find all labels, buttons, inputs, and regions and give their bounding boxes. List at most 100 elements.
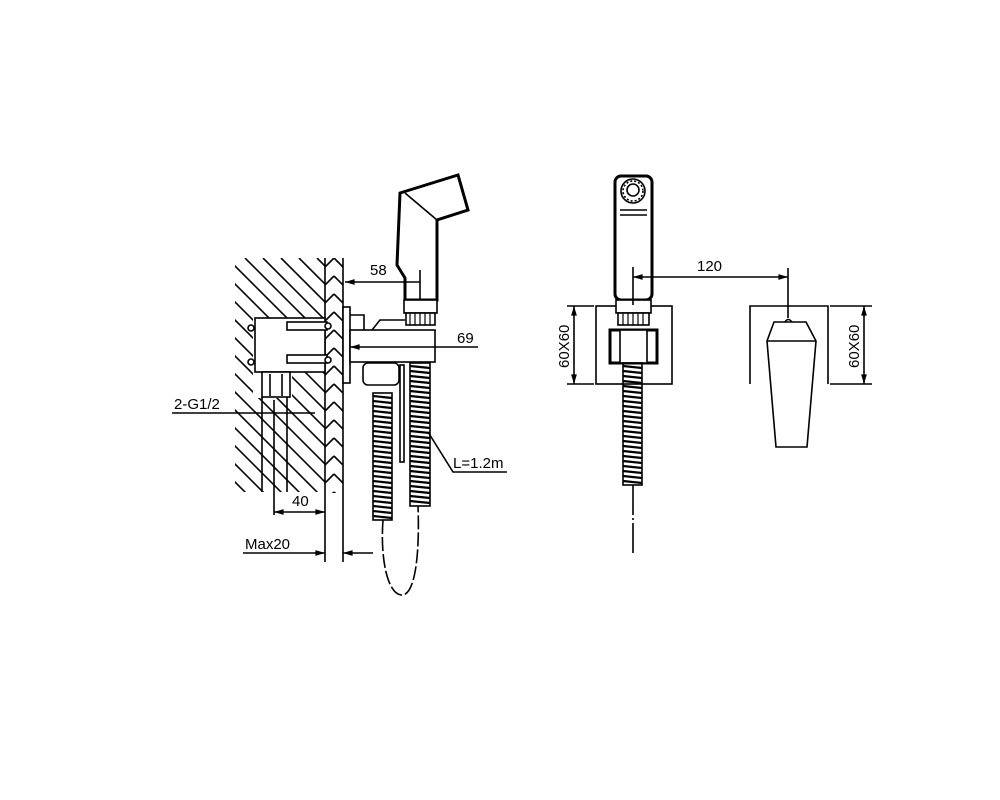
hand-shower-side xyxy=(395,173,470,326)
hatch-line xyxy=(235,258,325,492)
hatch-line xyxy=(372,449,393,455)
hatch-line xyxy=(372,494,393,500)
hatch-line xyxy=(262,258,325,492)
hatch-line xyxy=(622,414,643,420)
dimension-thread: 2-G1/2 xyxy=(172,396,315,414)
hatch-line xyxy=(622,369,643,375)
hatch-line xyxy=(325,401,335,412)
hatch-line xyxy=(622,364,643,370)
hatch-line xyxy=(372,504,393,510)
hatch-line xyxy=(235,258,252,492)
hatch-line xyxy=(333,401,343,412)
hatch-line xyxy=(372,434,393,440)
hatch-line xyxy=(0,258,233,498)
hatch-line xyxy=(0,258,215,498)
hatch-line xyxy=(622,454,643,460)
hatch-line xyxy=(409,429,431,435)
hatch-line xyxy=(622,404,643,410)
hatch-line xyxy=(333,491,337,493)
hatch-line xyxy=(409,449,431,455)
hatch-line xyxy=(622,374,643,380)
hatch-line xyxy=(325,311,335,322)
hatch-line xyxy=(409,399,431,405)
hatch-line xyxy=(333,293,343,304)
hatch-line xyxy=(409,469,431,475)
hatch-line xyxy=(409,374,431,380)
hatch-line xyxy=(333,437,343,448)
hatch-line xyxy=(333,258,343,268)
hatch-line xyxy=(372,459,393,465)
hatch-line xyxy=(325,473,335,484)
hatch-line xyxy=(409,464,431,470)
concealed-box xyxy=(247,317,332,492)
hatch-line xyxy=(622,474,643,480)
hatch-line xyxy=(622,429,643,435)
hatch-line xyxy=(331,491,335,493)
hatch-line xyxy=(372,514,393,520)
hatch-line xyxy=(244,258,325,492)
hatch-line xyxy=(622,434,643,440)
hatch-line xyxy=(372,394,393,400)
hatch-line xyxy=(409,474,431,480)
wall-finish-hatching xyxy=(325,240,343,493)
hatch-line xyxy=(409,494,431,500)
hatch-line xyxy=(372,404,393,410)
hatch-line xyxy=(409,414,431,420)
hatch-line xyxy=(372,509,393,515)
hatch-line xyxy=(333,275,343,286)
hatch-line xyxy=(409,404,431,410)
valve-body xyxy=(342,306,436,386)
dim-max20-label: Max20 xyxy=(245,536,290,553)
hatch-line xyxy=(622,409,643,415)
hatch-line xyxy=(372,474,393,480)
hatch-line xyxy=(372,444,393,450)
hatch-line xyxy=(622,479,643,485)
hatch-line xyxy=(409,434,431,440)
hatch-line xyxy=(334,240,343,249)
hatch-line xyxy=(372,414,393,420)
hatch-line xyxy=(409,499,431,505)
hatch-line xyxy=(622,394,643,400)
mixer-lever-front xyxy=(749,305,829,448)
hatch-line xyxy=(409,439,431,445)
hatch-line xyxy=(372,409,393,415)
hatch-line xyxy=(409,394,431,400)
hatch-line xyxy=(409,459,431,465)
hatch-line xyxy=(325,365,335,376)
hatch-line xyxy=(409,379,431,385)
hatch-line xyxy=(333,365,343,376)
hatch-line xyxy=(235,258,325,492)
plate-size-right-label: 60X60 xyxy=(846,325,863,368)
hatch-line xyxy=(235,258,325,492)
hatch-line xyxy=(409,454,431,460)
hatch-line xyxy=(622,424,643,430)
hatch-line xyxy=(235,258,325,492)
hatch-line xyxy=(622,379,643,385)
hatch-line xyxy=(235,258,325,492)
wall-hatching xyxy=(0,258,325,498)
dimension-58: 58 xyxy=(344,262,421,300)
hatch-line xyxy=(235,258,270,492)
hatch-line xyxy=(372,499,393,505)
hatch-line xyxy=(409,444,431,450)
dimension-69: 69 xyxy=(349,330,478,350)
hose-side xyxy=(372,362,431,596)
hatch-line xyxy=(235,258,324,492)
hatch-line xyxy=(372,399,393,405)
hatch-line xyxy=(409,364,431,370)
hatch-line xyxy=(325,455,335,466)
hose-length-label: L=1.2m xyxy=(453,455,503,472)
hatch-line xyxy=(372,424,393,430)
hatch-line xyxy=(622,419,643,425)
hatch-line xyxy=(325,419,335,430)
hatch-line xyxy=(372,484,393,490)
hatch-line xyxy=(409,384,431,390)
hatch-line xyxy=(235,258,288,492)
hatch-line xyxy=(325,329,335,340)
dim-69-label: 69 xyxy=(457,330,474,347)
hatch-line xyxy=(372,454,393,460)
hatch-line xyxy=(372,469,393,475)
thread-label: 2-G1/2 xyxy=(174,396,220,413)
